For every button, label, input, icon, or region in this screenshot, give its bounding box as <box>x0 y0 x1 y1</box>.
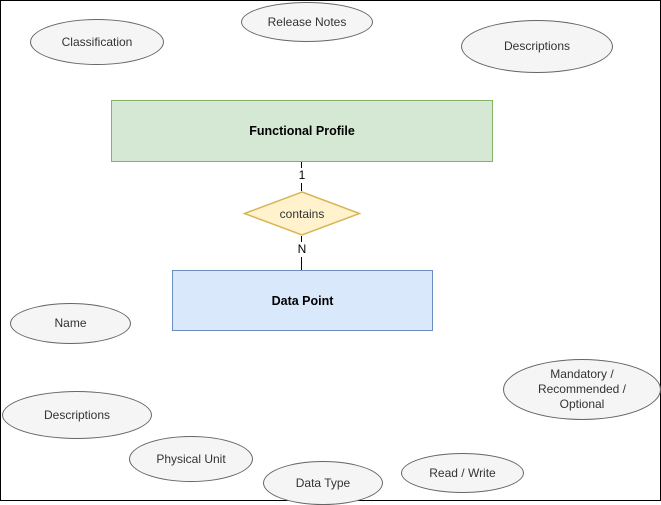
attribute-label-mandatory-recommended-optional: Mandatory / Recommended / Optional <box>538 367 626 412</box>
attribute-ellipse-physical-unit: Physical Unit <box>129 436 253 482</box>
entity-functional-profile: Functional Profile <box>111 100 493 162</box>
diamond-shape <box>243 191 361 236</box>
relationship-contains: contains <box>243 191 361 236</box>
entity-label-data-point: Data Point <box>271 293 334 308</box>
attribute-ellipse-read-write: Read / Write <box>401 453 524 493</box>
attribute-label-data-type: Data Type <box>295 475 351 490</box>
diamond-polygon <box>243 191 361 236</box>
attribute-label-classification: Classification <box>61 34 133 49</box>
attribute-ellipse-classification: Classification <box>30 19 164 65</box>
attribute-label-name: Name <box>54 316 87 330</box>
attribute-ellipse-name: Name <box>10 303 131 344</box>
cardinality-label-n: N <box>294 242 310 257</box>
attribute-ellipse-release-notes: Release Notes <box>241 2 373 42</box>
mandatory-line-2: Recommended / <box>537 382 627 396</box>
attribute-ellipse-mandatory-recommended-optional: Mandatory / Recommended / Optional <box>503 359 661 420</box>
relationship-label: contains <box>279 206 325 221</box>
mandatory-line-3: Optional <box>559 397 605 411</box>
attribute-label-descriptions-bottom: Descriptions <box>43 407 111 422</box>
attribute-ellipse-data-type: Data Type <box>263 461 383 505</box>
mandatory-line-1: Mandatory / <box>550 367 614 381</box>
cardinality-label-1: 1 <box>295 168 309 183</box>
entity-label-functional-profile: Functional Profile <box>249 124 355 138</box>
attribute-ellipse-descriptions-bottom: Descriptions <box>2 391 152 439</box>
attribute-label-descriptions-top: Descriptions <box>503 39 571 53</box>
attribute-label-release-notes: Release Notes <box>267 14 347 29</box>
attribute-label-read-write: Read / Write <box>429 465 496 480</box>
entity-data-point: Data Point <box>172 270 433 331</box>
attribute-ellipse-descriptions-top: Descriptions <box>461 20 613 73</box>
attribute-label-physical-unit: Physical Unit <box>156 451 226 466</box>
